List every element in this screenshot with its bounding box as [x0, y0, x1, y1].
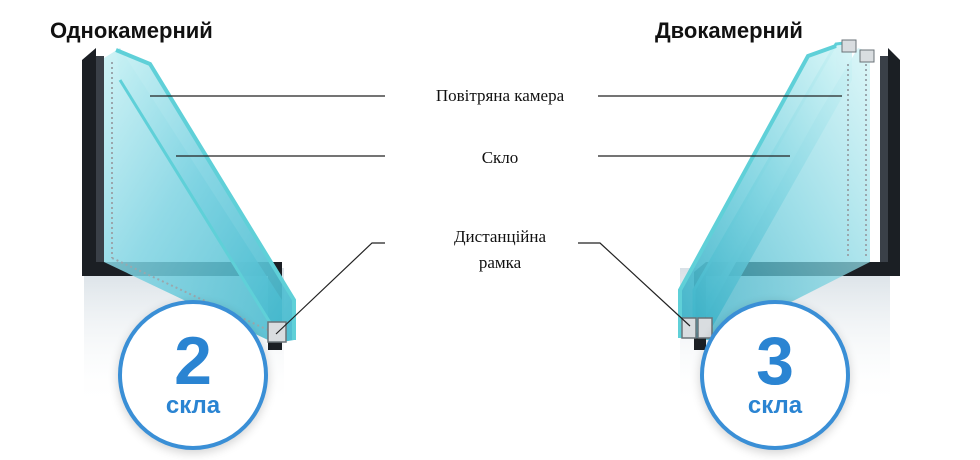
leader-spacer-left [275, 242, 385, 335]
single-chamber-unit [82, 48, 296, 408]
label-spacer-line2: рамка [478, 253, 522, 272]
title-single-chamber: Однокамерний [50, 18, 213, 43]
back-glass-right [706, 48, 870, 340]
label-air-chamber: Повітряна камера [435, 86, 565, 105]
frame-inner-edge-right [880, 56, 888, 262]
front-glass-edge-left [115, 48, 296, 340]
front-glass-inner-edge-left [118, 79, 284, 343]
spacer-cap-right-2 [859, 49, 875, 63]
badge-three-panes: 3 скла [700, 300, 850, 450]
badge-number: 2 [174, 323, 212, 399]
spacer-frame-right-2 [697, 317, 713, 339]
front-glass-left [116, 50, 294, 342]
label-spacer-frame: Дистанційна рамка [410, 224, 590, 276]
spacer-dots-left-2 [111, 257, 269, 331]
badge-two-panes: 2 скла [118, 300, 268, 450]
badge-number: 3 [756, 323, 794, 399]
callout-lines [150, 95, 842, 335]
spacer-frame-left [267, 321, 287, 343]
front-glass-edge-right [678, 44, 837, 338]
badge-word: скла [747, 392, 803, 419]
spacer-frame-right-1 [681, 317, 697, 339]
title-double-chamber: Двокамерний [655, 18, 803, 43]
label-spacer-line1: Дистанційна [453, 227, 547, 246]
badge-word: скла [165, 392, 221, 419]
front-glass-right [680, 46, 836, 338]
leader-spacer-right [578, 242, 691, 327]
frame-inner-edge-left [96, 56, 104, 262]
label-glass: Скло [481, 148, 519, 167]
spacer-cap-right-1 [841, 39, 857, 53]
